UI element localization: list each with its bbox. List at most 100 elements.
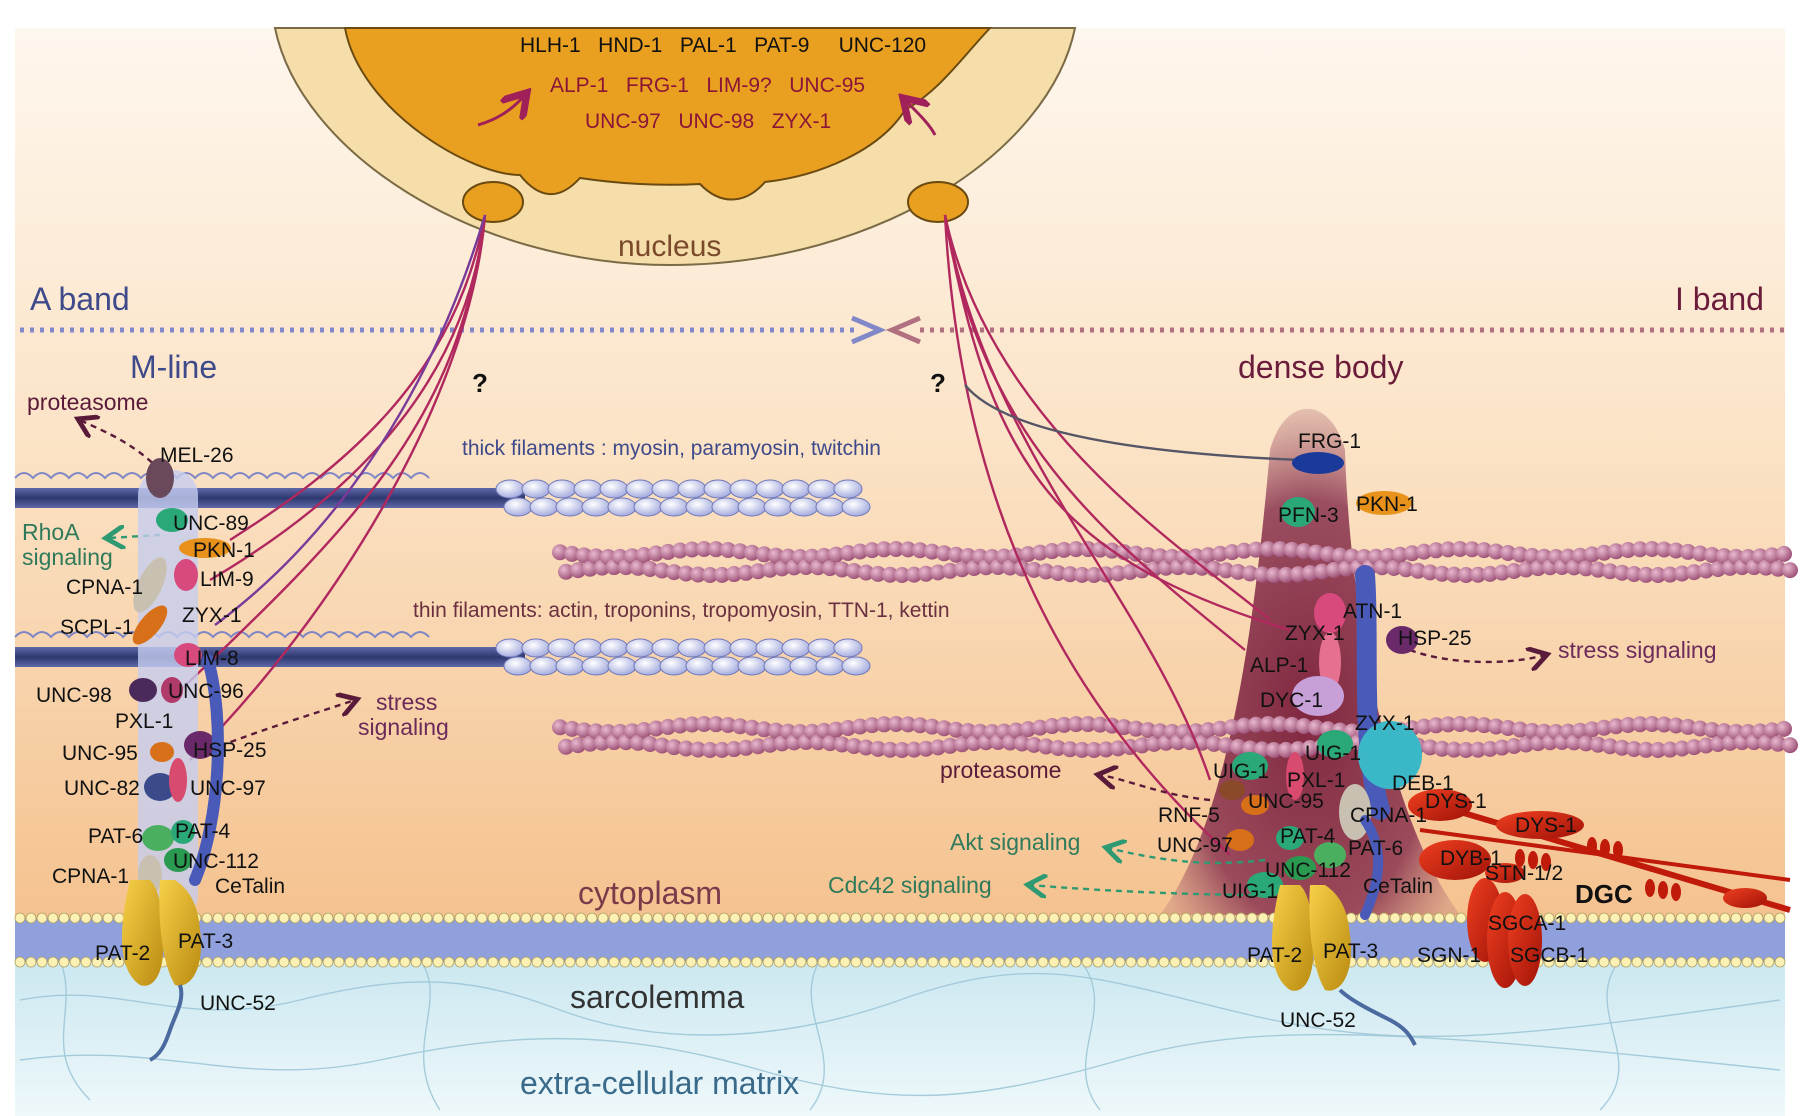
dgc-tail-shape: [1723, 888, 1767, 908]
actin-bead: [1578, 735, 1594, 752]
lipid-head: [586, 956, 598, 968]
lipid-head: [718, 956, 730, 968]
stn-shape: [1485, 863, 1525, 883]
lipid-head: [542, 956, 554, 968]
actin-bead: [1122, 563, 1138, 580]
actin-bead: [1596, 719, 1612, 736]
lipid-head: [751, 956, 763, 968]
actin-bead: [1056, 541, 1072, 558]
actin-bead: [1308, 719, 1324, 736]
actin-bead: [1020, 721, 1036, 738]
actin-bead: [1392, 546, 1408, 563]
actin-bead: [912, 717, 928, 734]
actin-bead: [1764, 722, 1780, 739]
lipid-head: [1257, 912, 1269, 924]
myosin-head: [781, 479, 811, 499]
m-hsp25: HSP-25: [193, 739, 267, 762]
stress-label-left-line2: signaling: [358, 714, 449, 740]
lipid-head: [25, 912, 37, 924]
actin-bead: [1512, 721, 1528, 738]
lipid-head: [333, 912, 345, 924]
lipid-head: [465, 956, 477, 968]
d-pat2: PAT-2: [1247, 944, 1302, 967]
actin-bead: [1428, 542, 1444, 559]
myosin-head: [815, 656, 845, 676]
d-dys1a: DYS-1: [1425, 790, 1487, 813]
lipid-head: [366, 956, 378, 968]
d-uig1a: UIG-1: [1305, 742, 1361, 765]
pat-6-shape: [142, 825, 174, 851]
actin-bead: [732, 543, 748, 560]
stress-label-left-line1: stress: [376, 689, 437, 715]
pkn-1-shape: [179, 538, 231, 558]
lipid-head: [982, 956, 994, 968]
dgc-complex: [1408, 789, 1791, 988]
actin-bead: [684, 541, 700, 558]
actin-bead: [1662, 566, 1678, 583]
actin-bead: [1614, 739, 1630, 756]
lipid-head: [476, 912, 488, 924]
myosin-head: [833, 638, 863, 658]
lipid-head: [1235, 912, 1247, 924]
actin-bead: [1644, 541, 1660, 558]
myosin-head: [555, 656, 585, 676]
lipid-head: [1059, 956, 1071, 968]
actin-bead: [756, 546, 772, 563]
lipid-head: [883, 956, 895, 968]
lipid-head: [465, 912, 477, 924]
lipid-head: [1180, 912, 1192, 924]
lipid-head: [245, 956, 257, 968]
lipid-head: [663, 956, 675, 968]
actin-bead: [1248, 541, 1264, 558]
lipid-head: [267, 956, 279, 968]
lipid-head: [1664, 956, 1676, 968]
lipid-head: [1664, 912, 1676, 924]
unc-52-db-shape: [1338, 988, 1417, 1046]
rhoa-label-line2: signaling: [22, 544, 113, 570]
lipid-head: [641, 956, 653, 968]
deb-1-shape: [1358, 721, 1422, 789]
actin-bead: [666, 739, 682, 756]
actin-bead: [642, 735, 658, 752]
cetalin-db-shape: [1360, 815, 1384, 920]
actin-bead: [750, 563, 766, 580]
lipid-head: [1081, 956, 1093, 968]
m-cetalin: CeTalin: [215, 875, 285, 898]
proteasome-label-right: proteasome: [940, 757, 1061, 783]
actin-bead: [924, 543, 940, 560]
transcription-factors-label: HLH-1 HND-1 PAL-1 PAT-9 UNC-120: [520, 34, 926, 57]
myosin-head: [625, 638, 655, 658]
lipid-head: [762, 912, 774, 924]
lipid-head: [487, 912, 499, 924]
actin-bead: [1476, 542, 1492, 559]
lipid-head: [751, 912, 763, 924]
actin-bead: [870, 740, 886, 757]
actin-bead: [960, 723, 976, 740]
actin-bead: [948, 721, 964, 738]
actin-bead: [1416, 718, 1432, 735]
lipid-head: [36, 912, 48, 924]
actin-bead: [1698, 562, 1714, 579]
myosin-head: [599, 638, 629, 658]
actin-bead: [750, 738, 766, 755]
actin-bead: [1614, 564, 1630, 581]
myosin-head: [573, 479, 603, 499]
actin-bead: [1656, 541, 1672, 558]
nuclear-shuttle-lines: [169, 214, 1301, 856]
uig-1-a-shape: [1317, 730, 1353, 758]
actin-bead: [558, 563, 574, 580]
m-unc112: UNC-112: [173, 850, 259, 873]
actin-bead: [1500, 720, 1516, 737]
m-unc95: UNC-95: [62, 742, 138, 765]
actin-bead: [660, 718, 676, 735]
lipid-head: [69, 912, 81, 924]
lipid-head: [1125, 956, 1137, 968]
lipid-head: [1400, 956, 1412, 968]
myosin-head: [815, 497, 845, 517]
actin-bead: [1608, 718, 1624, 735]
lipid-head: [1356, 956, 1368, 968]
lipid-head: [1587, 912, 1599, 924]
actin-bead: [1128, 545, 1144, 562]
myosin-head: [711, 656, 741, 676]
lipid-head: [344, 956, 356, 968]
